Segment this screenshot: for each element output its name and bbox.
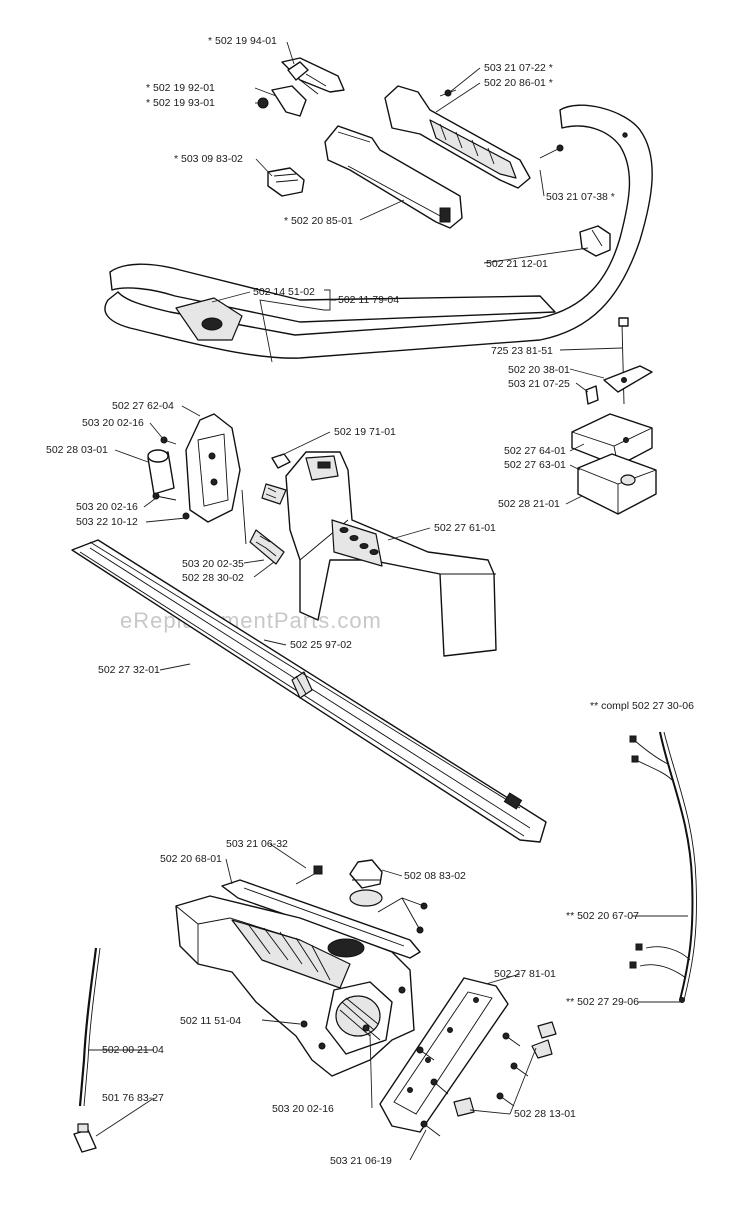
label-502-20-38-01: 502 20 38-01 xyxy=(508,364,570,376)
throttle-lever-assembly xyxy=(257,57,345,117)
leader-lines xyxy=(88,41,688,1161)
shaft-tube xyxy=(71,539,547,843)
screws-lower xyxy=(362,1024,529,1137)
label-502-21-12-01: 502 21 12-01 xyxy=(486,258,548,270)
label-502-28-03-01: 502 28 03-01 xyxy=(46,444,108,456)
label-503-09-83-02: * 503 09 83-02 xyxy=(174,153,243,165)
loop-handle-bar xyxy=(104,104,653,359)
label-503-21-06-32: 503 21 06-32 xyxy=(226,838,288,850)
label-502-08-83-02: 502 08 83-02 xyxy=(404,870,466,882)
gasket-frame xyxy=(379,977,509,1133)
bushing-part xyxy=(147,449,175,495)
control-housing xyxy=(285,451,497,657)
label-502-19-94-01: * 502 19 94-01 xyxy=(208,35,277,47)
cover-plate xyxy=(185,413,241,523)
screws-mid-left xyxy=(152,436,190,520)
label-502-27-29-06: ** 502 27 29-06 xyxy=(566,996,639,1008)
engine-housing xyxy=(175,895,415,1077)
label-502-28-13-01: 502 28 13-01 xyxy=(514,1108,576,1120)
label-503-20-02-16-a: 503 20 02-16 xyxy=(82,417,144,429)
switch-part xyxy=(267,167,305,197)
label-502-19-71-01: 502 19 71-01 xyxy=(334,426,396,438)
label-502-27-81-01: 502 27 81-01 xyxy=(494,968,556,980)
label-502-28-21-01: 502 28 21-01 xyxy=(498,498,560,510)
fuel-filter xyxy=(73,1123,97,1153)
label-725-23-81-51: 725 23 81-51 xyxy=(491,345,553,357)
grommets xyxy=(453,1021,557,1117)
label-503-21-06-19: 503 21 06-19 xyxy=(330,1155,392,1167)
wiring-harness xyxy=(629,731,697,1003)
drive-shaft xyxy=(89,541,523,810)
label-502-27-32-01: 502 27 32-01 xyxy=(98,664,160,676)
label-501-76-83-27: 501 76 83-27 xyxy=(102,1092,164,1104)
label-502-27-63-01: 502 27 63-01 xyxy=(504,459,566,471)
label-502-27-61-01: 502 27 61-01 xyxy=(434,522,496,534)
screw-top-lower xyxy=(295,865,323,885)
label-502-14-51-02: 502 14 51-02 xyxy=(253,286,315,298)
label-503-21-07-25: 503 21 07-25 xyxy=(508,378,570,390)
cable-bracket xyxy=(221,879,428,959)
handle-half-upper xyxy=(384,85,531,189)
screws-top xyxy=(439,89,564,159)
springs xyxy=(241,483,287,565)
label-502-27-62-04: 502 27 62-04 xyxy=(112,400,174,412)
label-502-19-93-01: * 502 19 93-01 xyxy=(146,97,215,109)
label-503-21-07-22: 503 21 07-22 * xyxy=(484,62,553,74)
label-502-25-97-02: 502 25 97-02 xyxy=(290,639,352,651)
handle-clamp-assembly xyxy=(571,317,657,515)
label-502-20-67-07: ** 502 20 67-07 xyxy=(566,910,639,922)
label-503-20-02-35: 503 20 02-35 xyxy=(182,558,244,570)
fuel-cap xyxy=(349,859,383,907)
label-503-22-10-12: 503 22 10-12 xyxy=(76,516,138,528)
watermark: eReplacementParts.com xyxy=(120,608,382,633)
fuel-hose xyxy=(78,947,101,1107)
label-502-19-92-01: * 502 19 92-01 xyxy=(146,82,215,94)
handle-half-lower xyxy=(324,125,463,229)
label-503-21-07-38: 503 21 07-38 * xyxy=(546,191,615,203)
knob-part xyxy=(579,225,611,257)
label-502-27-64-01: 502 27 64-01 xyxy=(504,445,566,457)
label-compl-502-27-30-06: ** compl 502 27 30-06 xyxy=(590,700,694,712)
label-502-20-85-01: * 502 20 85-01 xyxy=(284,215,353,227)
label-502-11-79-04: 502 11 79-04 xyxy=(338,294,399,306)
nut-part xyxy=(271,453,291,469)
label-502-20-86-01: 502 20 86-01 * xyxy=(484,77,553,89)
label-502-11-51-04: 502 11 51-04 xyxy=(180,1015,241,1027)
label-502-00-21-04: 502 00 21-04 xyxy=(102,1044,164,1056)
label-502-28-30-02: 502 28 30-02 xyxy=(182,572,244,584)
label-503-20-02-16-b: 503 20 02-16 xyxy=(76,501,138,513)
label-502-20-68-01: 502 20 68-01 xyxy=(160,853,222,865)
label-503-20-02-16-c: 503 20 02-16 xyxy=(272,1103,334,1115)
